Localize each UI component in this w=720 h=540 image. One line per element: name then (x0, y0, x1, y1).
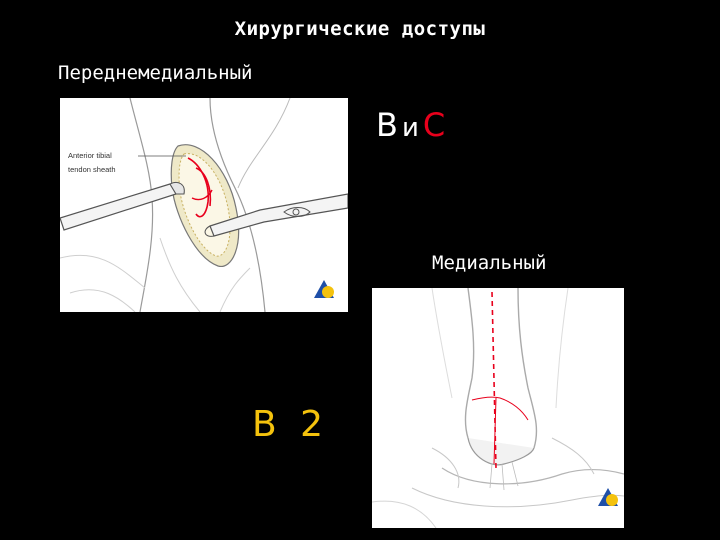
b-letter: B (376, 106, 402, 144)
publisher-logo-icon-2 (598, 488, 618, 506)
anteromedial-approach-illustration: Anterior tibial tendon sheath (59, 97, 349, 313)
anteromedial-label: Переднемедиальный (58, 62, 253, 84)
and-word: и (401, 113, 423, 143)
annotation-line1: Anterior tibial (68, 151, 112, 160)
anteromedial-drawing: Anterior tibial tendon sheath (59, 97, 349, 313)
c-letter: C (422, 106, 450, 144)
annotation-line2: tendon sheath (68, 165, 116, 174)
medial-drawing (371, 287, 625, 529)
medial-label: Медиальный (432, 252, 547, 274)
b2-label: B 2 (252, 404, 330, 445)
publisher-logo-icon (314, 280, 334, 298)
bc-label: BиC (376, 106, 449, 144)
medial-approach-illustration (371, 287, 625, 529)
slide-title: Хирургические доступы (234, 18, 486, 40)
